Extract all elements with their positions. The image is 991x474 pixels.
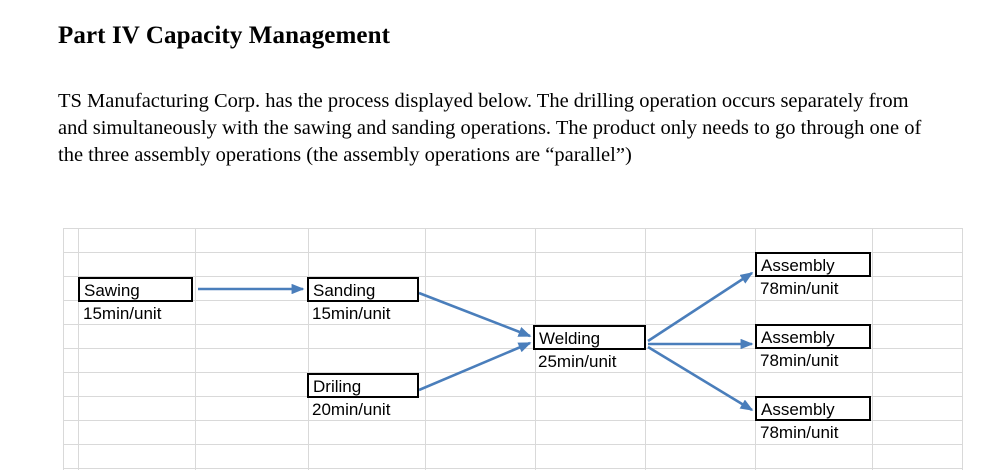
grid-row-line <box>63 252 963 253</box>
process-box-driling[interactable]: Driling <box>307 373 419 398</box>
process-label-driling: Driling <box>313 377 362 396</box>
rate-text: 78min/unit <box>760 351 839 370</box>
problem-statement: TS Manufacturing Corp. has the process d… <box>58 90 922 166</box>
grid-row-line <box>63 468 963 469</box>
grid-col-line <box>962 228 963 470</box>
grid-col-line <box>755 228 756 470</box>
grid-row-line <box>63 276 963 277</box>
process-box-assembly-3[interactable]: Assembly <box>755 396 871 421</box>
rate-text: 15min/unit <box>83 304 162 323</box>
process-rate-driling: 20min/unit <box>307 398 424 422</box>
process-box-assembly-1[interactable]: Assembly <box>755 252 871 277</box>
process-rate-sanding: 15min/unit <box>307 302 424 326</box>
process-label-sanding: Sanding <box>313 281 376 300</box>
process-label-welding: Welding <box>539 329 601 348</box>
process-label-assembly-2: Assembly <box>761 328 835 347</box>
rate-text: 15min/unit <box>312 304 391 323</box>
rate-text: 78min/unit <box>760 423 839 442</box>
rate-text: 25min/unit <box>538 352 617 371</box>
grid-col-line <box>195 228 196 470</box>
page-title: Part IV Capacity Management <box>58 22 391 49</box>
grid-row-line <box>63 396 963 397</box>
process-box-assembly-2[interactable]: Assembly <box>755 324 871 349</box>
process-box-sawing[interactable]: Sawing <box>78 277 193 302</box>
process-rate-welding: 25min/unit <box>533 350 651 374</box>
grid-col-line <box>63 228 64 470</box>
process-rate-sawing: 15min/unit <box>78 302 198 326</box>
grid-col-line <box>425 228 426 470</box>
grid-col-line <box>872 228 873 470</box>
grid-row-line <box>63 444 963 445</box>
process-label-assembly-1: Assembly <box>761 256 835 275</box>
grid-col-line <box>78 228 79 470</box>
process-rate-assembly-3: 78min/unit <box>755 421 876 445</box>
grid-row-line <box>63 420 963 421</box>
process-rate-assembly-1: 78min/unit <box>755 277 876 301</box>
rate-text: 78min/unit <box>760 279 839 298</box>
grid-col-line <box>308 228 309 470</box>
process-label-assembly-3: Assembly <box>761 400 835 419</box>
process-box-sanding[interactable]: Sanding <box>307 277 419 302</box>
process-label-sawing: Sawing <box>84 281 140 300</box>
process-rate-assembly-2: 78min/unit <box>755 349 876 373</box>
process-box-welding[interactable]: Welding <box>533 325 646 350</box>
grid-row-line <box>63 228 963 229</box>
rate-text: 20min/unit <box>312 400 391 419</box>
